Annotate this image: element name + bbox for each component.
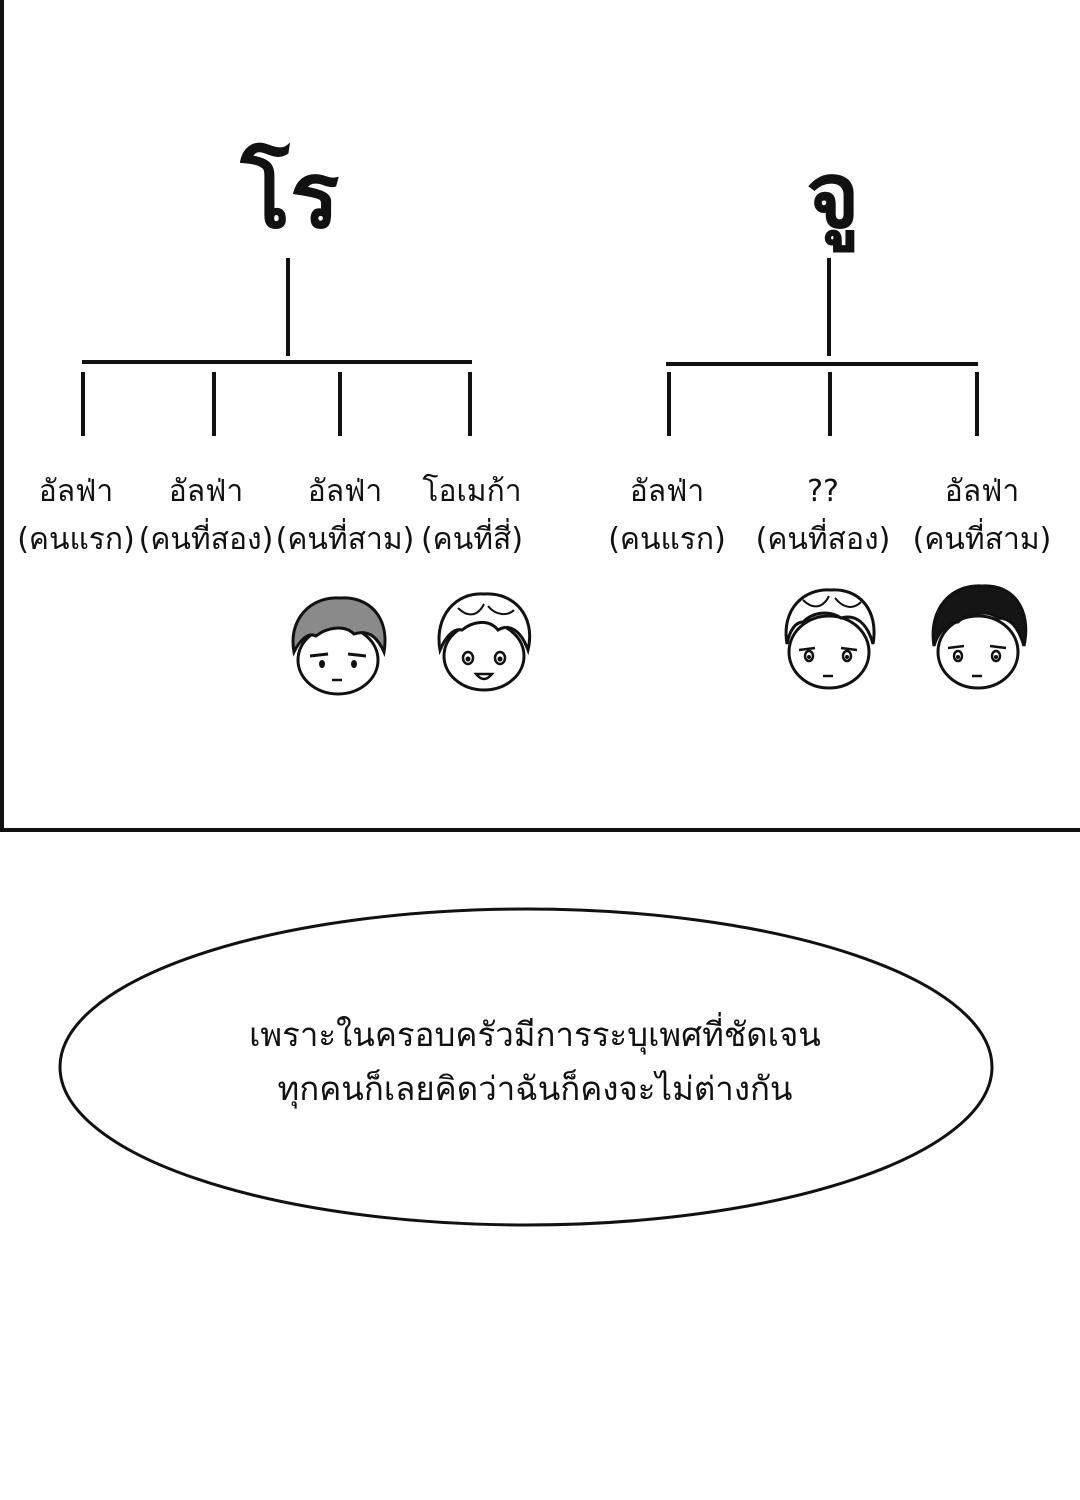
ju-child-3-label: อัลฟ่า (คนที่สาม) bbox=[907, 468, 1057, 564]
child-order: (คนที่สอง) bbox=[138, 522, 274, 557]
face-blond-hair-icon bbox=[784, 588, 876, 690]
family-name-ju: จู bbox=[806, 142, 860, 249]
face-black-hair-icon bbox=[931, 584, 1028, 690]
child-order: (คนแรก) bbox=[17, 522, 135, 557]
child-order: (คนที่สอง) bbox=[755, 522, 891, 557]
ro-child-1-label: อัลฟ่า (คนแรก) bbox=[1, 468, 151, 564]
child-role: อัลฟ่า bbox=[307, 474, 383, 509]
child-order: (คนที่สาม) bbox=[912, 522, 1052, 557]
child-role: อัลฟ่า bbox=[944, 474, 1020, 509]
face-gray-hair-icon bbox=[291, 596, 387, 696]
comic-panel bbox=[0, 0, 1080, 832]
face-light-hair-icon bbox=[437, 592, 532, 692]
narration-line-2: ทุกคนก็เลยคิดว่าฉันก็คงจะไม่ต่างกัน bbox=[277, 1069, 793, 1108]
child-role: โอเมก้า bbox=[422, 474, 522, 509]
child-role: ?? bbox=[807, 474, 839, 509]
child-order: (คนแรก) bbox=[608, 522, 726, 557]
child-role: อัลฟ่า bbox=[168, 474, 244, 509]
narration-bubble bbox=[58, 907, 994, 1227]
narration-line-1: เพราะในครอบครัวมีการระบุเพศที่ชัดเจน bbox=[249, 1015, 821, 1054]
child-order: (คนที่สี่) bbox=[420, 522, 524, 557]
narration-text: เพราะในครอบครัวมีการระบุเพศที่ชัดเจน ทุก… bbox=[100, 1008, 970, 1116]
child-role: อัลฟ่า bbox=[38, 474, 114, 509]
family-name-ro: โร bbox=[240, 142, 340, 249]
family-tree-lines bbox=[81, 258, 979, 436]
ju-child-2-label: ?? (คนที่สอง) bbox=[748, 468, 898, 564]
ro-child-3-label: อัลฟ่า (คนที่สาม) bbox=[270, 468, 420, 564]
child-order: (คนที่สาม) bbox=[275, 522, 415, 557]
ro-child-4-label: โอเมก้า (คนที่สี่) bbox=[397, 468, 547, 564]
ro-child-2-label: อัลฟ่า (คนที่สอง) bbox=[131, 468, 281, 564]
ju-child-1-label: อัลฟ่า (คนแรก) bbox=[592, 468, 742, 564]
child-role: อัลฟ่า bbox=[629, 474, 705, 509]
